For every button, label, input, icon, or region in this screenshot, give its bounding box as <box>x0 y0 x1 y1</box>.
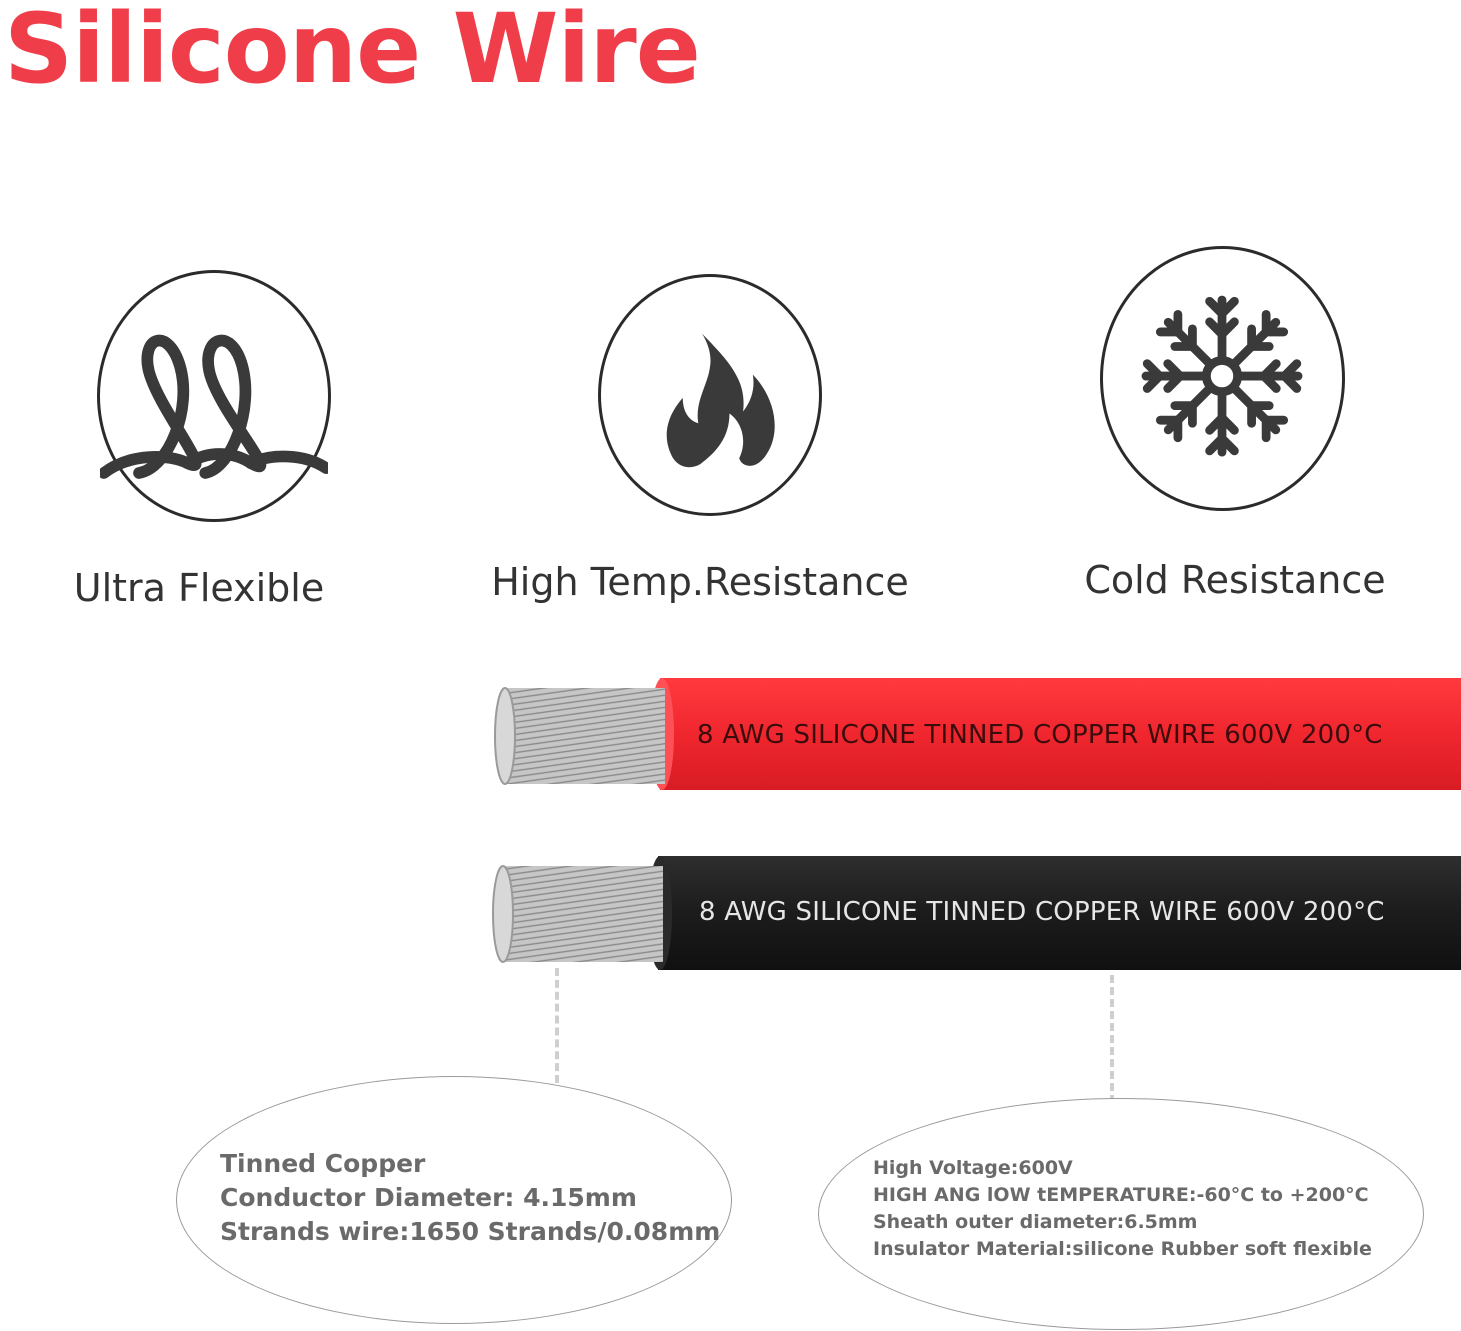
snowflake-icon <box>1141 295 1303 457</box>
spec-line: Sheath outer diameter:6.5mm <box>873 1211 1198 1233</box>
red-wire-marking: 8 AWG SILICONE TINNED COPPER WIRE 600V 2… <box>697 720 1383 750</box>
feature-label: High Temp.Resistance <box>491 560 909 604</box>
conductor-leader-line <box>555 968 559 1083</box>
spec-line: Strands wire:1650 Strands/0.08mm <box>220 1217 721 1246</box>
feature-label: Cold Resistance <box>1084 558 1386 602</box>
feature-label: Ultra Flexible <box>73 566 325 610</box>
red-wire <box>494 678 1461 790</box>
black-wire <box>492 856 1461 970</box>
black-wire-marking: 8 AWG SILICONE TINNED COPPER WIRE 600V 2… <box>699 897 1385 927</box>
conductor-spec-text: Tinned Copper Conductor Diameter: 4.15mm… <box>220 1147 720 1249</box>
spec-line: High Voltage:600V <box>873 1157 1073 1179</box>
spec-line: HIGH ANG lOW tEMPERATURE:-60°C to +200°C <box>873 1184 1369 1206</box>
page-title: Silicone Wire <box>4 0 701 105</box>
sheath-spec-text: High Voltage:600V HIGH ANG lOW tEMPERATU… <box>873 1155 1372 1263</box>
flame-icon <box>666 333 775 468</box>
spec-line: Insulator Material:silicone Rubber soft … <box>873 1238 1372 1260</box>
sheath-spec-bubble <box>818 1098 1424 1330</box>
conductor-spec-bubble <box>176 1076 732 1324</box>
spec-line: Tinned Copper <box>220 1149 426 1178</box>
feature-ultra-flexible <box>97 270 331 522</box>
wire-loop-icon <box>100 334 328 479</box>
feature-high-temp <box>598 274 822 516</box>
feature-cold-resistance <box>1100 246 1345 511</box>
sheath-leader-line <box>1110 975 1114 1115</box>
spec-line: Conductor Diameter: 4.15mm <box>220 1183 637 1212</box>
